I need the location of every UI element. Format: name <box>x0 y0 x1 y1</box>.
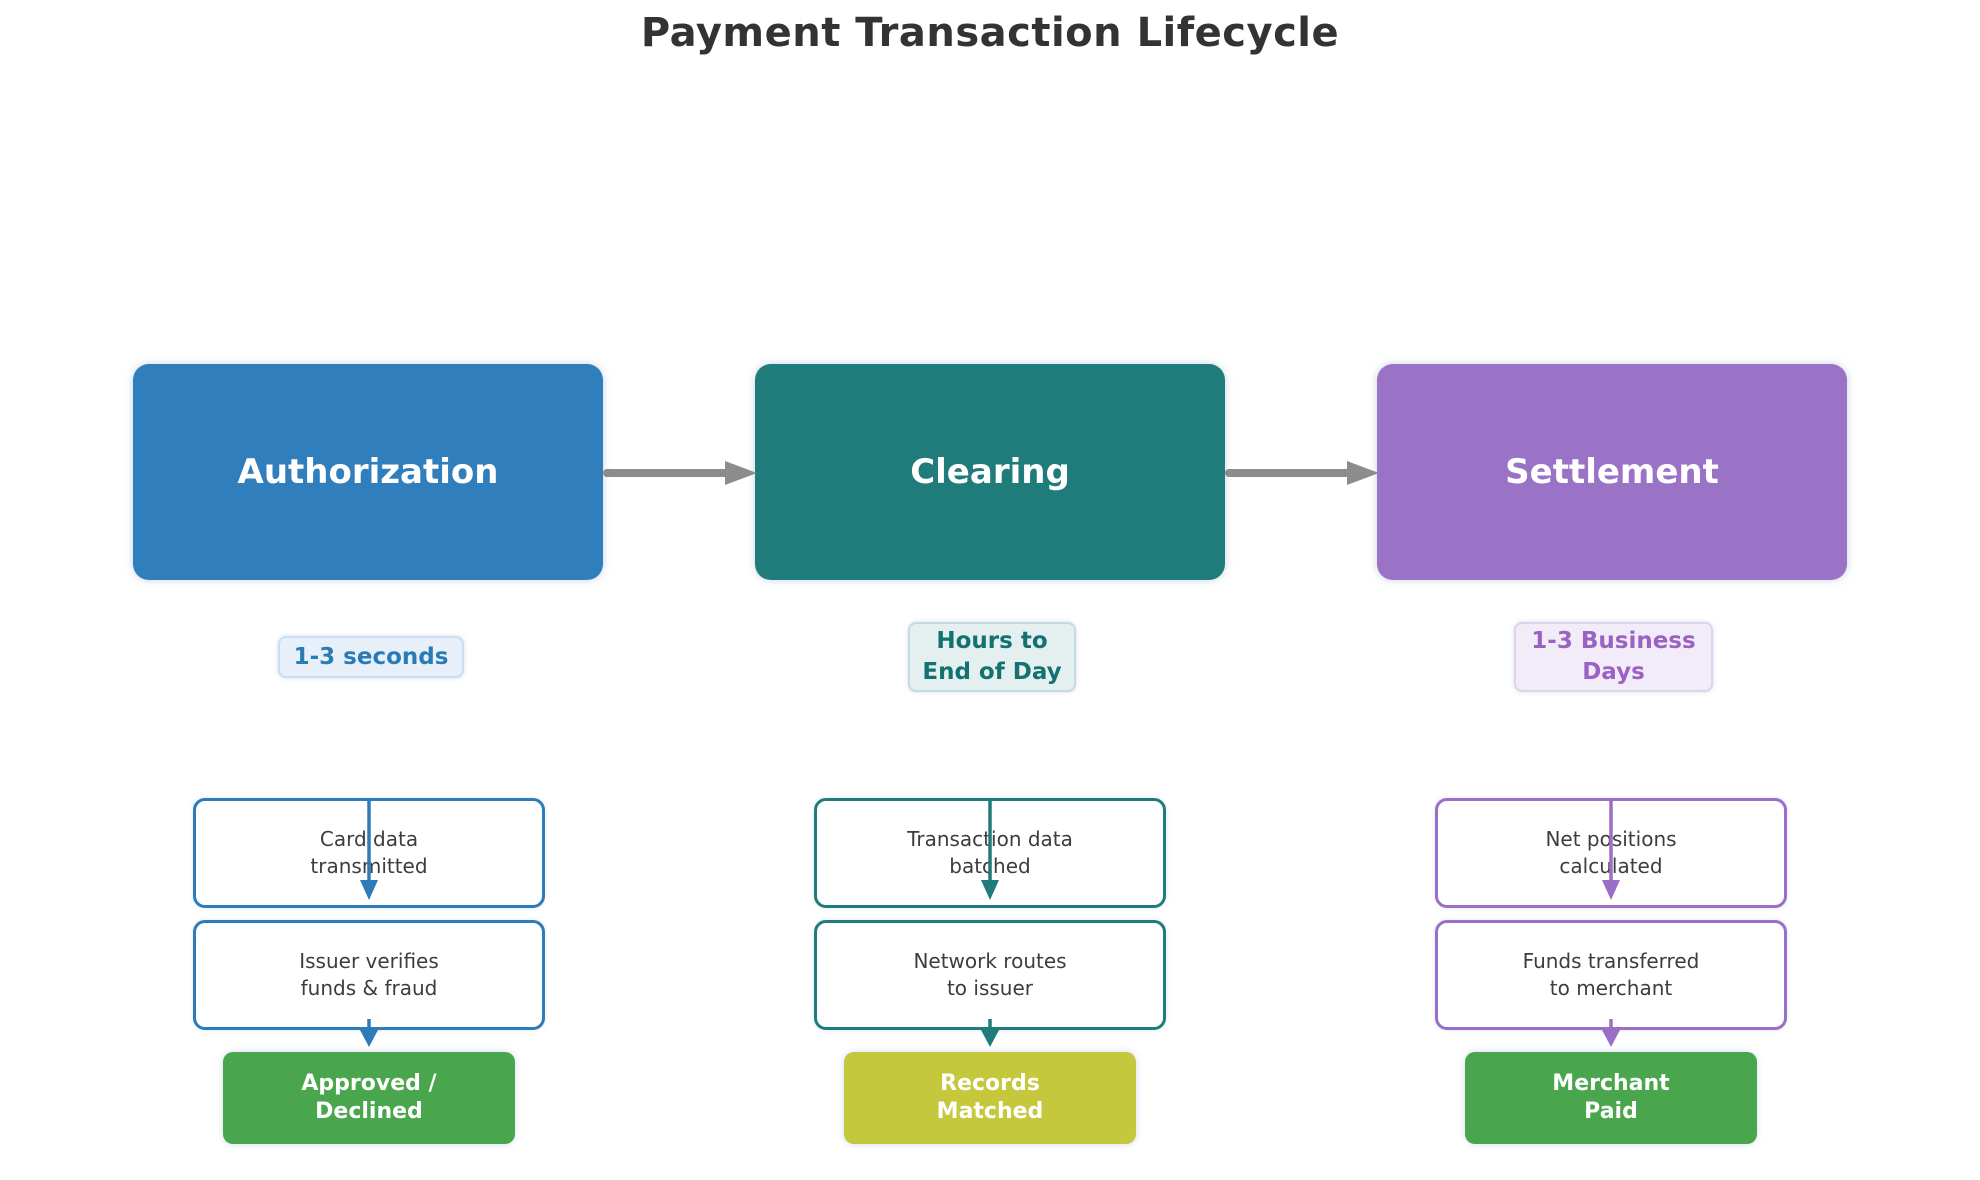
stage-box-settlement: Settlement <box>1377 364 1847 580</box>
duration-text: End of Day <box>922 659 1062 685</box>
outcome-text: Merchant <box>1552 1071 1670 1096</box>
step-arrow-down-icon <box>981 800 999 900</box>
outcome-box-merchant-paid: Merchant Paid <box>1465 1052 1757 1144</box>
step-box-network-routes: Network routes to issuer <box>814 920 1166 1030</box>
duration-badge-settlement: 1-3 Business Days <box>1514 622 1713 692</box>
outcome-box-records-matched: Records Matched <box>844 1052 1136 1144</box>
step-text: Funds transferred <box>1522 949 1700 973</box>
stage-label: Authorization <box>237 452 499 492</box>
step-arrow-down-icon <box>1602 1019 1620 1047</box>
step-text: funds & fraud <box>300 976 438 1000</box>
step-arrow-down-icon <box>981 1019 999 1047</box>
outcome-text: Approved / <box>301 1071 437 1096</box>
duration-badge-clearing: Hours to End of Day <box>908 622 1076 692</box>
flow-arrow-right-icon <box>1225 461 1379 485</box>
stage-label: Settlement <box>1505 452 1719 492</box>
duration-text: Hours to <box>936 628 1048 654</box>
outcome-text: Declined <box>315 1099 423 1124</box>
step-text: Network routes <box>913 949 1067 973</box>
duration-text: 1-3 seconds <box>293 643 449 670</box>
step-arrow-down-icon <box>360 800 378 900</box>
duration-text: 1-3 Business <box>1531 628 1696 654</box>
step-arrow-down-icon <box>360 1019 378 1047</box>
stage-box-clearing: Clearing <box>755 364 1225 580</box>
outcome-box-approved-declined: Approved / Declined <box>223 1052 515 1144</box>
duration-text: Days <box>1582 659 1645 685</box>
page-title: Payment Transaction Lifecycle <box>640 10 1340 56</box>
outcome-text: Paid <box>1584 1099 1638 1124</box>
step-text: Issuer verifies <box>299 949 439 973</box>
duration-badge-authorization: 1-3 seconds <box>278 636 464 678</box>
step-box-issuer-verifies: Issuer verifies funds & fraud <box>193 920 545 1030</box>
outcome-text: Matched <box>936 1099 1044 1124</box>
step-text: to merchant <box>1549 976 1673 1000</box>
outcome-text: Records <box>940 1071 1040 1096</box>
flow-arrow-right-icon <box>603 461 757 485</box>
stage-box-authorization: Authorization <box>133 364 603 580</box>
step-arrow-down-icon <box>1602 800 1620 900</box>
stage-label: Clearing <box>910 452 1070 492</box>
step-text: to issuer <box>946 976 1034 1000</box>
